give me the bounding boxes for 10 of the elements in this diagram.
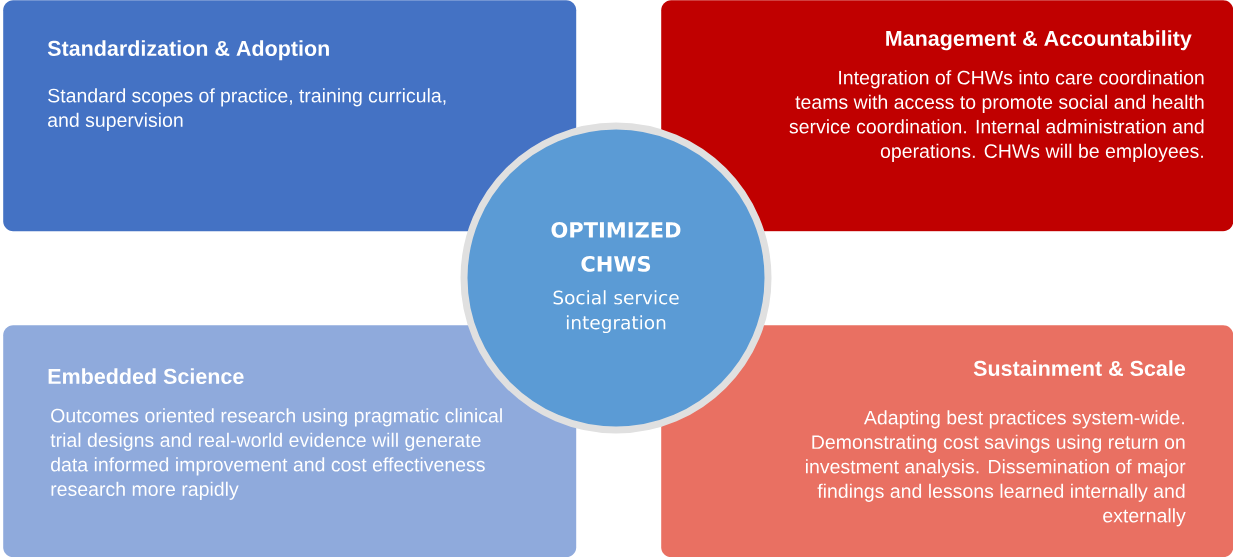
card-title: Management & Accountability xyxy=(886,30,1192,51)
card-text: Outcomes oriented research using pragmatic clinical trial designs and real-world evidence will generate data informed improvement and cost effectiveness research more rapidly xyxy=(50,408,502,500)
card-text: Standard scopes of practice, training curricula, and supervision xyxy=(48,88,446,131)
card-text: Adapting best practices system-wide. Demonstrating cost savings using return on investment analysis. Dissemination of major findings and lessons learned internally and externally xyxy=(806,410,1186,527)
card-title: Standardization & Adoption xyxy=(47,40,329,61)
circle-text: Social service integration xyxy=(553,290,679,334)
card-text: Integration of CHWs into care coordination teams with access to promote social and health service coordination. Internal administration and operations. CHWs will be employees. xyxy=(789,70,1204,162)
card-title: Embedded Science xyxy=(48,368,244,384)
circle-title: OPTIMIZED CHWS xyxy=(551,221,681,272)
card-title: Sustainment & Scale xyxy=(973,360,1186,376)
